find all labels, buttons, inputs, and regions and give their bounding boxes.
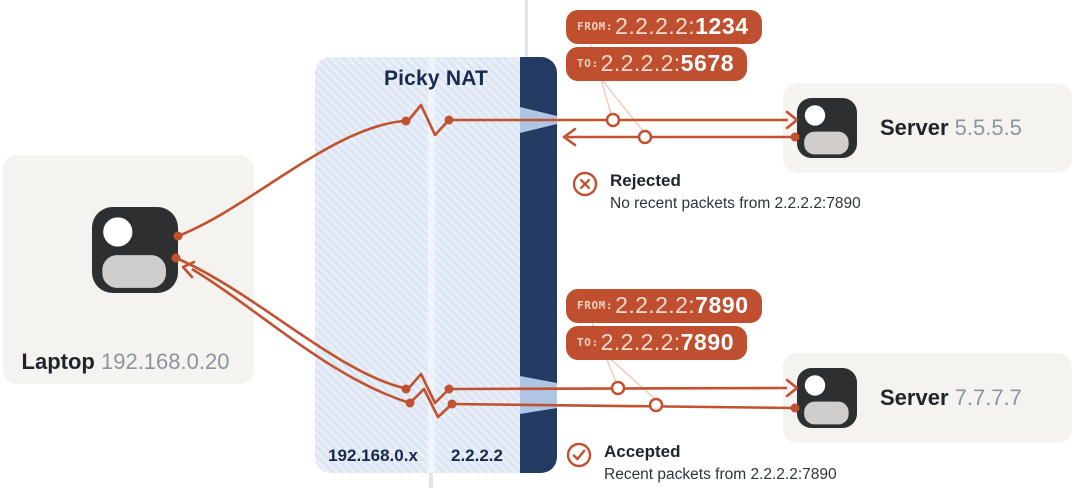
badge-from-label: FROM:	[577, 20, 614, 33]
port-marker-bottom-to	[648, 397, 664, 413]
server-top-name: Server	[880, 115, 949, 140]
packet-badge-bottom-to: TO: 2.2.2.2: 7890	[566, 326, 748, 360]
nat-divider	[428, 57, 435, 473]
server-bottom-label: Server 7.7.7.7	[880, 385, 1022, 411]
laptop-name: Laptop	[21, 349, 95, 374]
arrow-blocked-at-wall	[562, 127, 577, 147]
laptop-label: Laptop 192.168.0.20	[0, 349, 251, 375]
packet-badge-bottom-from: FROM: 2.2.2.2: 7890	[566, 289, 762, 323]
badge-addr: 2.2.2.2:	[600, 50, 681, 76]
leader-bottom-to	[605, 354, 655, 399]
status-rejected: Rejected No recent packets from 2.2.2.2:…	[572, 171, 861, 215]
accepted-icon	[566, 442, 592, 468]
status-accepted: Accepted Recent packets from 2.2.2.2:789…	[566, 442, 837, 486]
server-top-card: Server 5.5.5.5	[783, 83, 1072, 173]
packet-badge-top-from: FROM: 2.2.2.2: 1234	[566, 10, 762, 44]
port-marker-bottom-from	[610, 380, 626, 396]
badge-port: 5678	[680, 50, 735, 76]
leader-top-to	[601, 79, 644, 132]
boundary-line-top	[525, 0, 528, 57]
nat-firewall-wall	[520, 57, 557, 473]
badge-addr: 2.2.2.2:	[615, 292, 696, 318]
rejected-detail: No recent packets from 2.2.2.2:7890	[610, 195, 861, 213]
nat-internal-ip: 192.168.0.x	[328, 446, 418, 465]
port-marker-top-to	[637, 129, 653, 145]
accepted-title: Accepted	[604, 442, 681, 461]
accepted-detail: Recent packets from 2.2.2.2:7890	[604, 466, 837, 484]
server-bottom-icon	[797, 368, 857, 428]
nat-title: Picky NAT	[383, 67, 489, 90]
packet-badge-top-to: TO: 2.2.2.2: 5678	[566, 47, 748, 81]
laptop-ip: 192.168.0.20	[100, 349, 230, 374]
badge-addr: 2.2.2.2:	[600, 329, 681, 355]
nat-external-ip: 2.2.2.2	[451, 446, 503, 465]
badge-from-label: FROM:	[577, 299, 614, 312]
laptop-icon	[92, 207, 178, 293]
server-bottom-name: Server	[880, 385, 949, 410]
server-bottom-ip: 7.7.7.7	[954, 385, 1022, 410]
badge-to-label: TO:	[577, 336, 599, 349]
badge-port: 7890	[695, 292, 749, 318]
server-top-ip: 5.5.5.5	[954, 115, 1022, 140]
rejected-title: Rejected	[610, 171, 681, 190]
server-bottom-card: Server 7.7.7.7	[783, 353, 1072, 443]
badge-to-label: TO:	[577, 57, 599, 70]
boundary-line-bottom	[429, 473, 433, 488]
server-top-icon	[797, 98, 857, 158]
server-top-label: Server 5.5.5.5	[880, 115, 1022, 141]
badge-addr: 2.2.2.2:	[615, 13, 696, 39]
badge-port: 7890	[680, 329, 735, 355]
port-marker-top-from	[605, 112, 621, 128]
badge-port: 1234	[695, 13, 749, 39]
rejected-icon	[572, 171, 598, 197]
